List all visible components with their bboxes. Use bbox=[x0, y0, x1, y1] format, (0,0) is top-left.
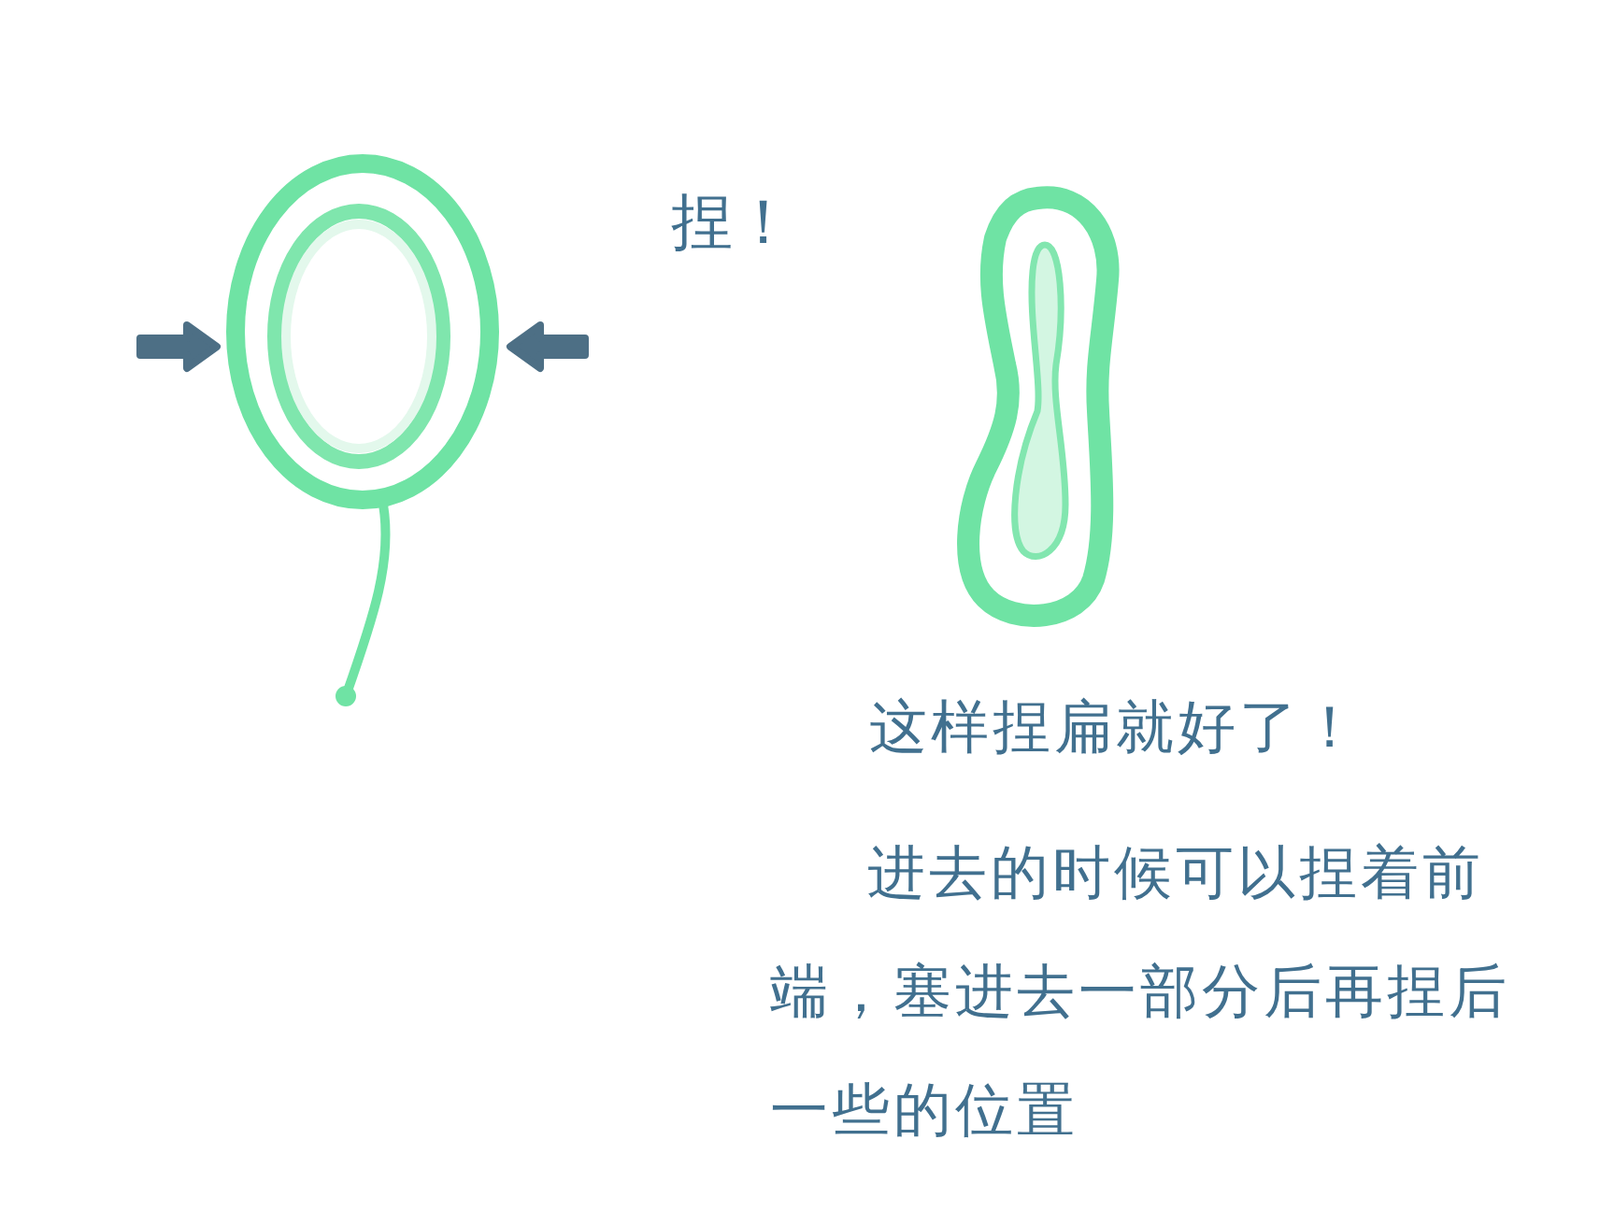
pinched-ring bbox=[968, 197, 1108, 616]
round-ring bbox=[235, 163, 490, 707]
note-text: 这样捏扁就好了！ bbox=[869, 689, 1580, 766]
press-arrows bbox=[140, 325, 586, 369]
note-text: 进去的时候可以捏着前端，塞进去一部分后再捏后一些的位置 bbox=[770, 813, 1565, 1170]
pinch-label: 捏！ bbox=[671, 185, 858, 259]
